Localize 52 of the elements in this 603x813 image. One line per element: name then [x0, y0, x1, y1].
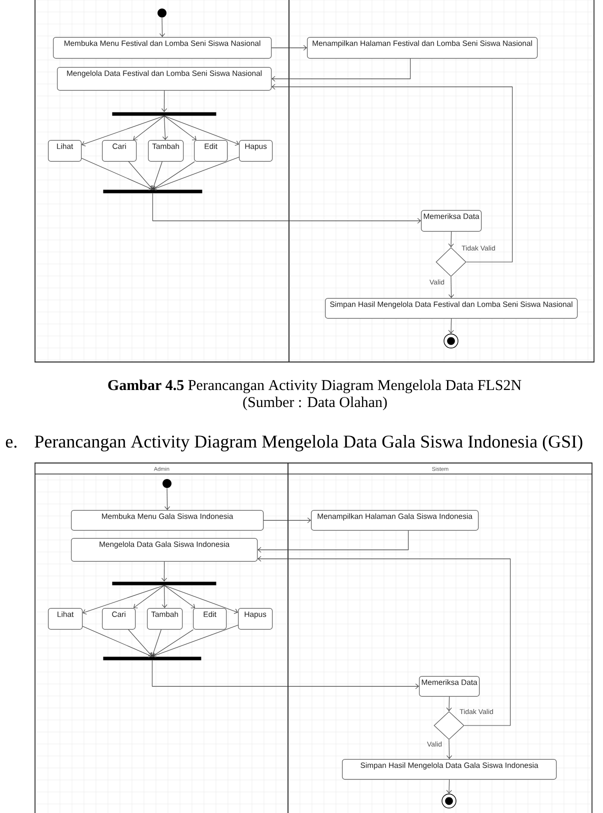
arrow	[258, 530, 409, 553]
arrow	[271, 45, 307, 51]
arrow	[164, 585, 238, 614]
section-heading: Perancangan Activity Diagram Mengelola Data Gala Siswa Indonesia (GSI)	[34, 435, 582, 452]
arrow	[161, 561, 167, 582]
arrow	[159, 17, 166, 37]
sync-bar	[112, 582, 216, 586]
arrow	[133, 116, 164, 140]
arrow	[164, 488, 170, 510]
arrow	[446, 779, 452, 794]
arrow	[258, 556, 511, 726]
end-node	[442, 794, 456, 808]
list-marker: e.	[6, 439, 16, 448]
arrow	[161, 90, 167, 112]
arrow	[152, 624, 238, 658]
arrow	[263, 518, 311, 524]
arrow	[446, 740, 452, 759]
arrow	[152, 629, 194, 657]
arrow	[152, 660, 419, 690]
arrow	[164, 116, 239, 146]
arrow	[162, 116, 168, 140]
arrow	[152, 161, 195, 190]
arrow	[133, 585, 164, 608]
arrow	[152, 193, 421, 224]
arrow	[164, 116, 196, 140]
sync-bar	[112, 112, 216, 116]
arrow	[82, 626, 152, 658]
start-node	[162, 479, 172, 488]
arrow	[162, 585, 168, 608]
arrow	[151, 161, 162, 190]
swimlane-frame	[34, 0, 290, 362]
start-node	[158, 8, 166, 18]
arrow	[150, 629, 162, 656]
arrow	[446, 696, 452, 712]
caption: Gambar 4.5 Perancangan Activity Diagram Mengelola Data FLS2N	[108, 380, 522, 394]
arrow	[152, 156, 240, 191]
sync-bar	[103, 656, 202, 660]
arrow	[448, 318, 454, 334]
swimlane-frame	[288, 0, 594, 362]
source-note: (Sumber : Data Olahan)	[243, 396, 387, 410]
arrow	[272, 58, 411, 82]
arrow	[128, 629, 152, 656]
arrow	[448, 276, 454, 298]
arrow	[448, 231, 454, 248]
arrow	[82, 585, 164, 615]
arrow	[82, 116, 164, 146]
arrow	[272, 84, 513, 262]
arrow	[81, 158, 153, 191]
end-node	[444, 334, 458, 348]
arrow	[128, 161, 153, 190]
arrow	[164, 585, 196, 608]
sync-bar	[103, 190, 202, 194]
